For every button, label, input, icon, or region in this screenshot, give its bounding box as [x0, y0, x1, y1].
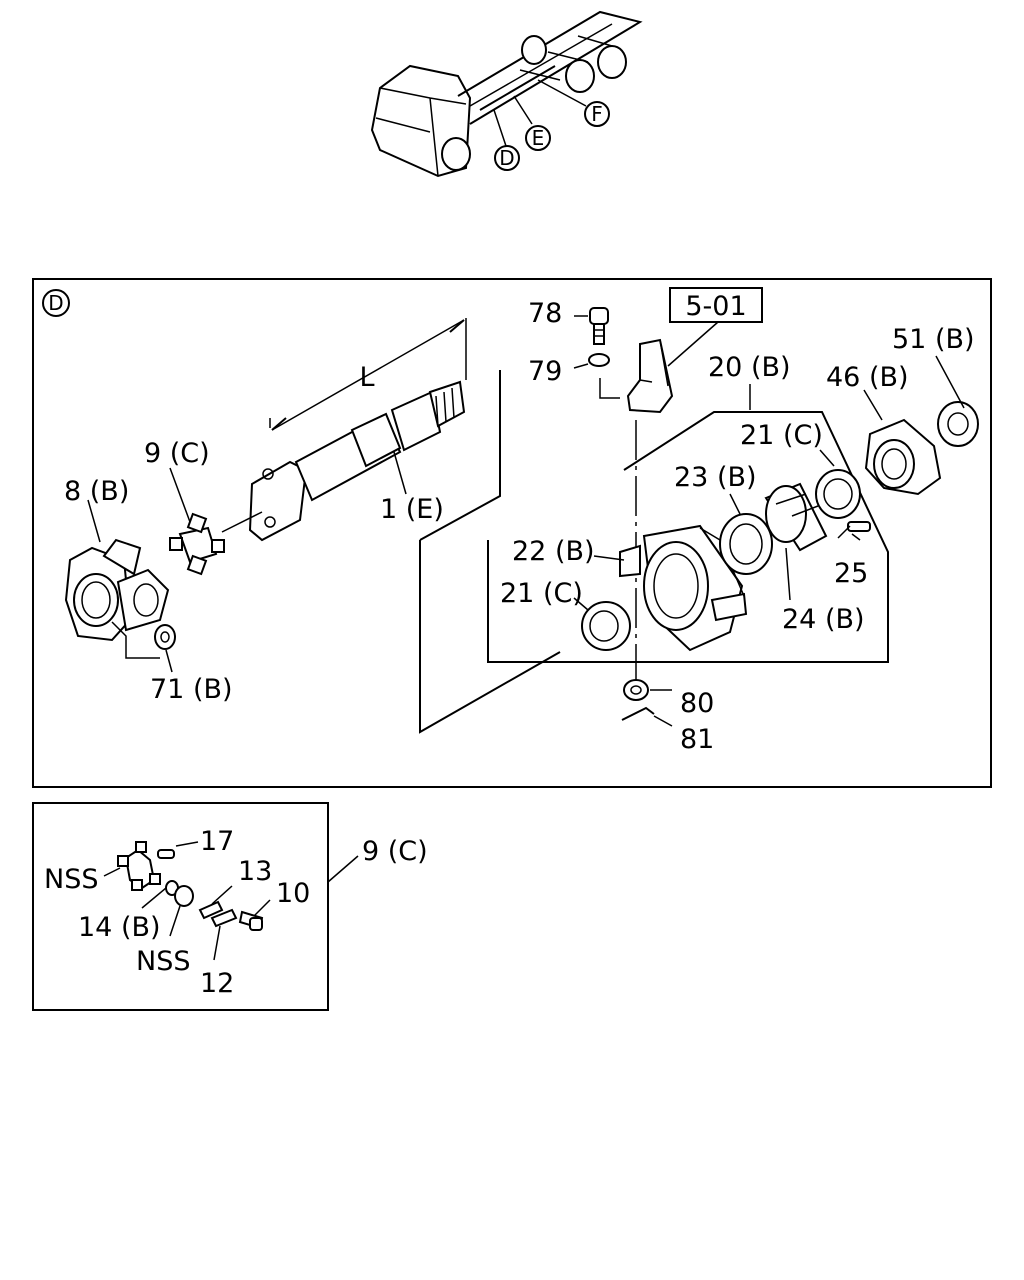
- flange-yoke: [64, 538, 170, 659]
- label-51: 51 (B): [892, 324, 975, 355]
- callout-d: D: [499, 146, 514, 170]
- detail-section-frame: [32, 802, 329, 1011]
- main-section: D L: [32, 278, 992, 788]
- label-22: 22 (B): [512, 536, 595, 567]
- detail-grease-nipple: [157, 849, 175, 859]
- universal-joint: [169, 511, 263, 576]
- label-46: 46 (B): [826, 362, 909, 393]
- detail-strap-12: [210, 908, 238, 928]
- nut-71: [154, 624, 176, 650]
- leader-lines: [87, 315, 965, 727]
- detail-section: 9 (C) 17 NSS 13 10 14 (B) NSS 12: [32, 802, 428, 1011]
- bearing-23: [719, 513, 773, 575]
- ref-box-label: 5-01: [685, 291, 746, 322]
- callout-circle-f: [584, 101, 610, 127]
- detail-bolt: [238, 910, 264, 931]
- detail-title-leader: [327, 855, 359, 883]
- detail-lock-plate-13: [198, 900, 224, 920]
- callout-f: F: [591, 102, 603, 126]
- washer-79: [588, 353, 610, 367]
- ring-24: [764, 482, 828, 552]
- bracket: [626, 338, 674, 414]
- detail-label-14: 14 (B): [78, 912, 161, 943]
- detail-label-13: 13: [238, 856, 272, 887]
- rear-wheel-3: [521, 35, 547, 65]
- rear-wheel-1: [565, 59, 595, 93]
- view-marker-circle: [42, 289, 70, 317]
- seal-21-lower: [581, 601, 631, 651]
- bolt-78: [589, 307, 609, 345]
- label-21-upper: 21 (C): [740, 420, 823, 451]
- label-80: 80: [680, 688, 714, 719]
- nut-80: [623, 679, 649, 701]
- label-71: 71 (B): [150, 674, 233, 705]
- label-9: 9 (C): [144, 438, 210, 469]
- dimension-line: [269, 318, 467, 431]
- label-81: 81: [680, 724, 714, 755]
- detail-label-17: 17: [200, 826, 234, 857]
- seal-21-upper: [815, 469, 861, 519]
- detail-spider: [117, 841, 161, 891]
- ref-box-leader: [667, 321, 719, 367]
- detail-label-nss-2: NSS: [136, 946, 190, 977]
- label-78: 78: [528, 298, 562, 329]
- detail-leaders: [103, 841, 271, 961]
- assembly-outline: [487, 411, 889, 663]
- label-20: 20 (B): [708, 352, 791, 383]
- truck-overview: D E F: [370, 10, 643, 178]
- callout-circle-e: [525, 125, 551, 151]
- label-23: 23 (B): [674, 462, 757, 493]
- label-25: 25: [834, 558, 868, 589]
- main-section-frame: [32, 278, 992, 788]
- callout-e: E: [532, 126, 545, 150]
- companion-flange-46: [864, 418, 942, 496]
- propeller-shaft: [248, 380, 466, 542]
- truck-driveshaft: [479, 65, 556, 111]
- label-8: 8 (B): [64, 476, 129, 507]
- rear-wheel-2: [597, 45, 627, 79]
- view-marker: D: [48, 291, 63, 315]
- nut-51: [937, 401, 979, 447]
- center-bearing-housing: [619, 524, 748, 652]
- label-24: 24 (B): [782, 604, 865, 635]
- detail-bearing-cup: [174, 885, 194, 907]
- front-wheel: [441, 137, 471, 171]
- cotter-pin-81: [621, 706, 655, 721]
- bolt-leader: [599, 378, 620, 399]
- detail-label-10: 10: [276, 878, 310, 909]
- detail-title: 9 (C): [362, 836, 428, 867]
- dimension-label: L: [359, 362, 374, 393]
- label-79: 79: [528, 356, 562, 387]
- label-1: 1 (E): [380, 494, 444, 525]
- label-21-lower: 21 (C): [500, 578, 583, 609]
- callout-circle-d: [494, 145, 520, 171]
- detail-label-12: 12: [200, 968, 234, 999]
- detail-label-nss-1: NSS: [44, 864, 98, 895]
- shaft-outline: [419, 370, 561, 734]
- grease-nipple-25: [847, 521, 871, 541]
- ref-box: [669, 287, 763, 323]
